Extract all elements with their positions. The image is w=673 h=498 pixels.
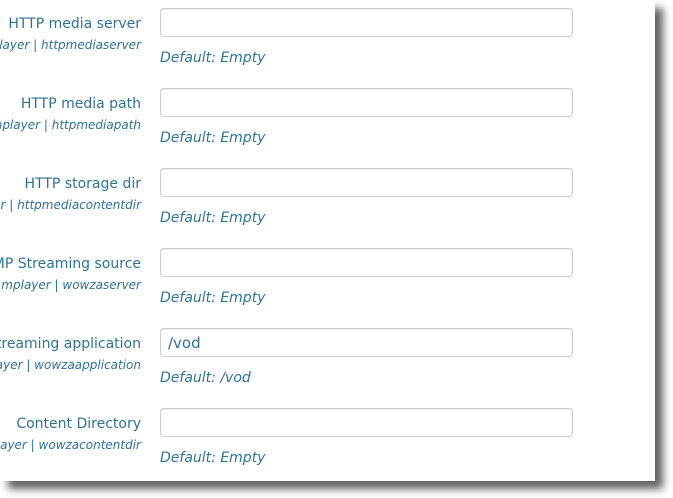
field-label: treaming application [0, 336, 141, 352]
settings-row: treaming application layer | wowzaapplic… [0, 328, 655, 408]
text-input[interactable] [160, 408, 573, 437]
default-value-text: Default: Empty [160, 290, 266, 306]
field-labels: treaming application layer | wowzaapplic… [0, 328, 141, 408]
field-id-label: player | httpmediaserver [0, 38, 141, 52]
field-labels: HTTP storage dir er | httpmediacontentdi… [0, 168, 141, 248]
field-label: MP Streaming source [0, 256, 141, 272]
default-value-text: Default: Empty [160, 130, 266, 146]
field-id-label: mplayer | wowzaserver [1, 278, 141, 292]
text-input[interactable] [160, 88, 573, 117]
settings-row: Content Directory player | wowzacontentd… [0, 408, 655, 488]
text-input[interactable] [160, 248, 573, 277]
field-id-label: player | wowzacontentdir [0, 438, 141, 452]
field-id-label: layer | wowzaapplication [0, 358, 141, 372]
settings-row: HTTP media server player | httpmediaserv… [0, 8, 655, 88]
default-value-text: Default: /vod [160, 370, 251, 386]
settings-row: MP Streaming source mplayer | wowzaserve… [0, 248, 655, 328]
field-id-label: mplayer | httpmediapath [0, 118, 141, 132]
field-control: Default: Empty [160, 8, 573, 88]
default-value-text: Default: Empty [160, 50, 266, 66]
field-labels: HTTP media path mplayer | httpmediapath [0, 88, 141, 168]
field-id-label: er | httpmediacontentdir [0, 198, 141, 212]
field-labels: Content Directory player | wowzacontentd… [0, 408, 141, 488]
field-control: Default: Empty [160, 248, 573, 328]
field-label: HTTP media path [20, 96, 141, 112]
field-control: Default: Empty [160, 408, 573, 488]
field-label: Content Directory [16, 416, 141, 432]
field-control: Default: /vod [160, 328, 573, 408]
settings-row: HTTP storage dir er | httpmediacontentdi… [0, 168, 655, 248]
field-labels: MP Streaming source mplayer | wowzaserve… [0, 248, 141, 328]
settings-row: HTTP media path mplayer | httpmediapath … [0, 88, 655, 168]
default-value-text: Default: Empty [160, 210, 266, 226]
field-control: Default: Empty [160, 88, 573, 168]
text-input[interactable] [160, 8, 573, 37]
settings-page: HTTP media server player | httpmediaserv… [0, 8, 573, 466]
text-input[interactable] [160, 328, 573, 357]
default-value-text: Default: Empty [160, 450, 266, 466]
settings-form: HTTP media server player | httpmediaserv… [0, 8, 655, 488]
field-label: HTTP media server [8, 16, 141, 32]
text-input[interactable] [160, 168, 573, 197]
field-label: HTTP storage dir [24, 176, 141, 192]
field-labels: HTTP media server player | httpmediaserv… [0, 8, 141, 88]
field-control: Default: Empty [160, 168, 573, 248]
